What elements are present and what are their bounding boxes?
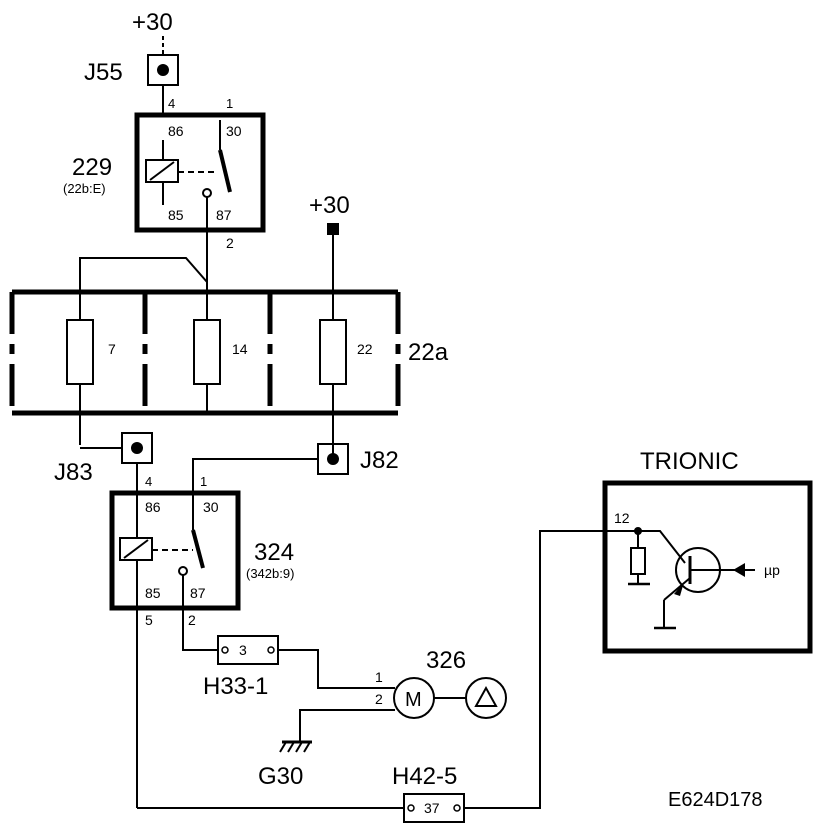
fuse-22	[319, 319, 347, 385]
j83-node	[131, 442, 143, 454]
relay324-coil-diag	[123, 539, 149, 559]
relay324-ref: (342b:9)	[246, 566, 294, 581]
fuse-14-label: 14	[232, 341, 248, 357]
relay229-pin85: 85	[168, 207, 184, 223]
relay324-pin87: 87	[190, 585, 206, 601]
h33-pin: 3	[239, 642, 247, 658]
ground-hatch-1	[279, 741, 287, 753]
relay229-pin86: 86	[168, 123, 184, 139]
relay229-87-contact	[202, 188, 212, 198]
relay229-ref: (22b:E)	[63, 181, 106, 196]
relay324-wire-in: 4	[145, 474, 152, 489]
relay324-id: 324	[254, 539, 294, 566]
wire-j82-relay324-30	[192, 458, 318, 493]
relay324-pin86: 86	[145, 499, 161, 515]
fusebox-label: 22a	[408, 339, 449, 366]
relay324-box	[109, 490, 241, 611]
ecu-box	[602, 480, 813, 654]
fuse-22-label: 22	[357, 341, 373, 357]
j82-label: J82	[360, 447, 399, 474]
fuse-14	[193, 319, 221, 385]
ground-hatch-3	[295, 741, 303, 753]
relay229-wire-in: 4	[168, 96, 175, 111]
ecu-resistor	[630, 547, 646, 575]
relay324-wire-87: 2	[188, 612, 196, 628]
j55-node	[157, 64, 169, 76]
ecu-pin: 12	[614, 510, 630, 526]
relay229-pin87: 87	[216, 207, 232, 223]
supply-right-terminal	[327, 223, 339, 235]
h33-pin-left	[221, 646, 229, 654]
ground-hatch-2	[287, 741, 295, 753]
j82-node	[327, 453, 339, 465]
h42-pin: 37	[424, 800, 440, 816]
relay229-pin30: 30	[226, 123, 242, 139]
ground-hatch-4	[303, 741, 311, 753]
relay324-pin85: 85	[145, 585, 161, 601]
ecu-label: TRIONIC	[640, 448, 739, 475]
fuse-7	[66, 319, 94, 385]
relay324-wire-in2: 1	[200, 474, 207, 489]
supply-right-label: +30	[309, 192, 350, 219]
motor-label: M	[405, 689, 422, 711]
wire-motor-ground	[299, 709, 395, 742]
relay324-87-contact	[178, 566, 188, 576]
ecu-base-arrow-icon	[733, 563, 745, 577]
relay229-id: 229	[72, 154, 112, 181]
supply-top-label: +30	[132, 9, 173, 36]
relay229-wire-out-top: 1	[226, 96, 233, 111]
pump-id: 326	[426, 647, 466, 674]
pump-pin2: 2	[375, 691, 383, 707]
relay229-box	[134, 112, 266, 233]
fuse-7-label: 7	[108, 341, 116, 357]
pump-symbol	[465, 677, 507, 719]
pump-triangle-icon	[474, 685, 498, 707]
pump-pin1: 1	[375, 669, 383, 685]
ecu-emitter-wire	[663, 577, 691, 601]
ecu-collector-wire	[638, 530, 686, 564]
relay229-wire-out-bottom: 2	[226, 235, 234, 251]
ecu-emitter-arrow-icon	[674, 582, 684, 596]
h42-pin-right	[453, 804, 461, 812]
wire-h33-motor	[278, 649, 395, 689]
j55-label: J55	[84, 59, 123, 86]
relay324-pin30: 30	[203, 499, 219, 515]
wire-relay324-h33	[182, 575, 218, 651]
relay324-wire-85: 5	[145, 612, 153, 628]
relay324-switch-blade	[191, 529, 205, 569]
h42-label: H42-5	[392, 763, 457, 790]
h42-pin-left	[407, 804, 415, 812]
relay229-switch-blade	[218, 149, 232, 193]
diagram-code: E624D178	[668, 789, 763, 811]
ecu-mcu-label: µp	[764, 562, 780, 578]
h33-pin-right	[267, 646, 275, 654]
h33-label: H33-1	[203, 673, 268, 700]
j83-label: J83	[54, 459, 93, 486]
wire-h42-trionic	[464, 530, 638, 809]
ground-label: G30	[258, 763, 303, 790]
relay229-coil-diag	[149, 161, 175, 181]
